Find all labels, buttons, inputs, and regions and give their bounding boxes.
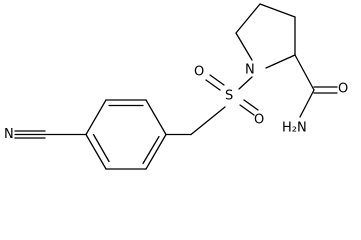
pyrrolidine-ring [235,3,296,69]
sulfonyl-oxygen-lower-label: O [254,113,264,128]
sulfonyl-group [205,74,259,116]
sulfonyl-lower-double-bond [239,104,255,116]
sulfonyl-lower-double-bond [243,99,259,111]
amide-nitrogen-label: H₂N [282,121,307,136]
pyrrolidine-nitrogen-label: N [245,63,255,78]
sulfur-label: S [225,89,233,104]
pyrrolidine-bond [235,3,261,34]
sulfonyl-upper-double-bond [209,74,225,86]
pyrrolidine-bond [265,54,296,69]
benzene-ring [85,99,167,170]
carboxamide-group [294,54,338,118]
amide-oxygen-label: O [338,82,348,97]
carbonyl-to-amine-bond [299,89,315,118]
ring-to-carbonyl-bond [294,54,315,91]
sulfonyl-oxygen-upper-label: O [194,65,204,80]
nitrile-nitrogen-label: N [4,127,14,142]
sulfur-to-ring-n-bond [238,76,253,90]
pyrrolidine-bond [235,32,253,61]
benzene-bond [145,133,167,170]
ch2-to-sulfur-bond [190,106,226,136]
nitrile-group [14,130,87,139]
pyrrolidine-bond [259,3,296,18]
benzene-bond [85,133,107,170]
benzene-inner-double-bond [92,133,110,163]
benzene-bond [145,99,167,136]
benzene-inner-double-bond [142,135,160,165]
benzene-bond [85,99,107,136]
molecule-structure-diagram: N O O S N O H₂N [4,3,348,170]
sulfonyl-upper-double-bond [205,79,221,91]
